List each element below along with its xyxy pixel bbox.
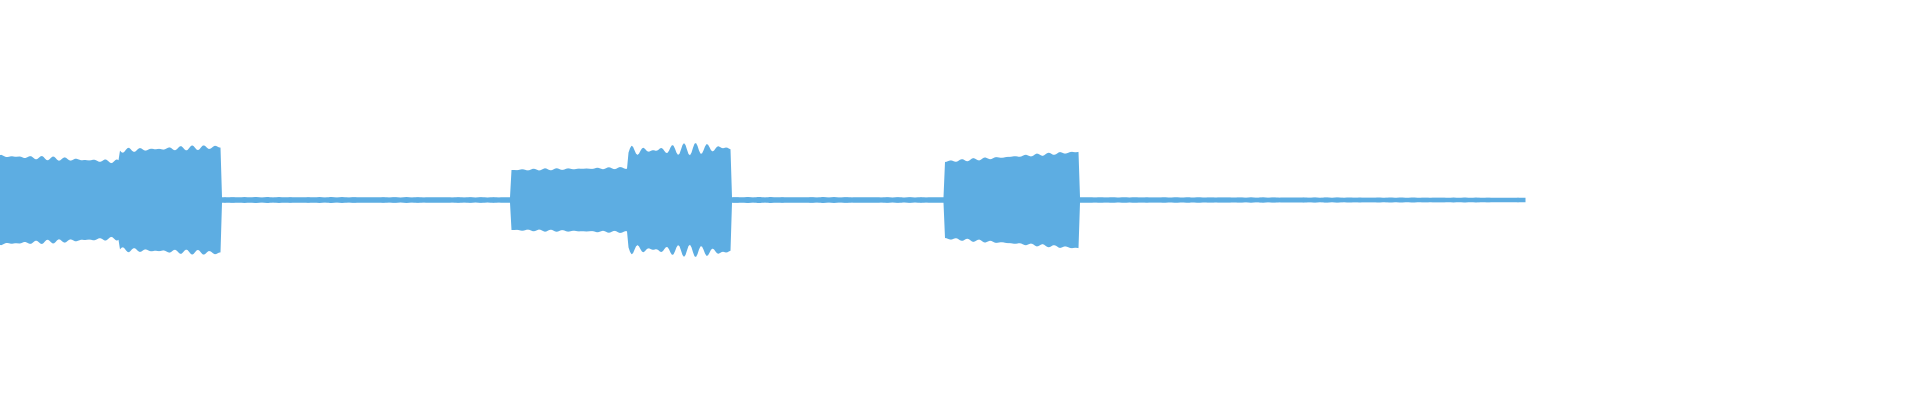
- waveform-shape: [0, 143, 1526, 257]
